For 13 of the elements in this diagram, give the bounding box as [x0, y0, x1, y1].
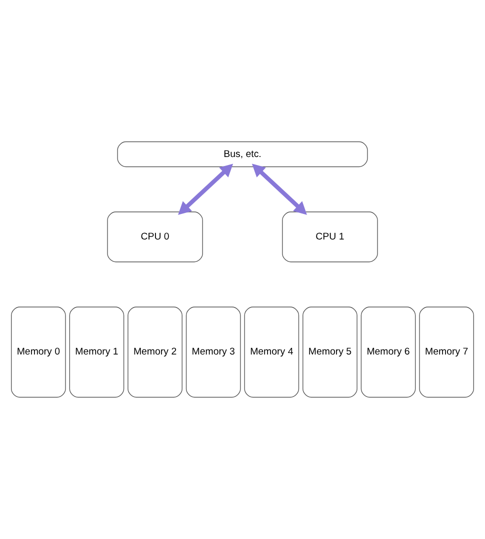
- node-box: Memory 6: [360, 306, 416, 398]
- node-box: Memory 1: [69, 306, 124, 398]
- node-box: Bus, etc.: [117, 141, 368, 168]
- node-box: Memory 3: [186, 306, 241, 398]
- node-box: Memory 0: [11, 306, 66, 398]
- arrow: [178, 164, 234, 215]
- node-box: Memory 5: [302, 306, 358, 398]
- node-box: Memory 4: [244, 306, 300, 398]
- node-box: CPU 1: [282, 212, 378, 262]
- node-box: Memory 7: [419, 306, 474, 398]
- node-box: CPU 0: [107, 212, 203, 262]
- node-box: Memory 2: [128, 306, 182, 398]
- arrow: [252, 164, 307, 215]
